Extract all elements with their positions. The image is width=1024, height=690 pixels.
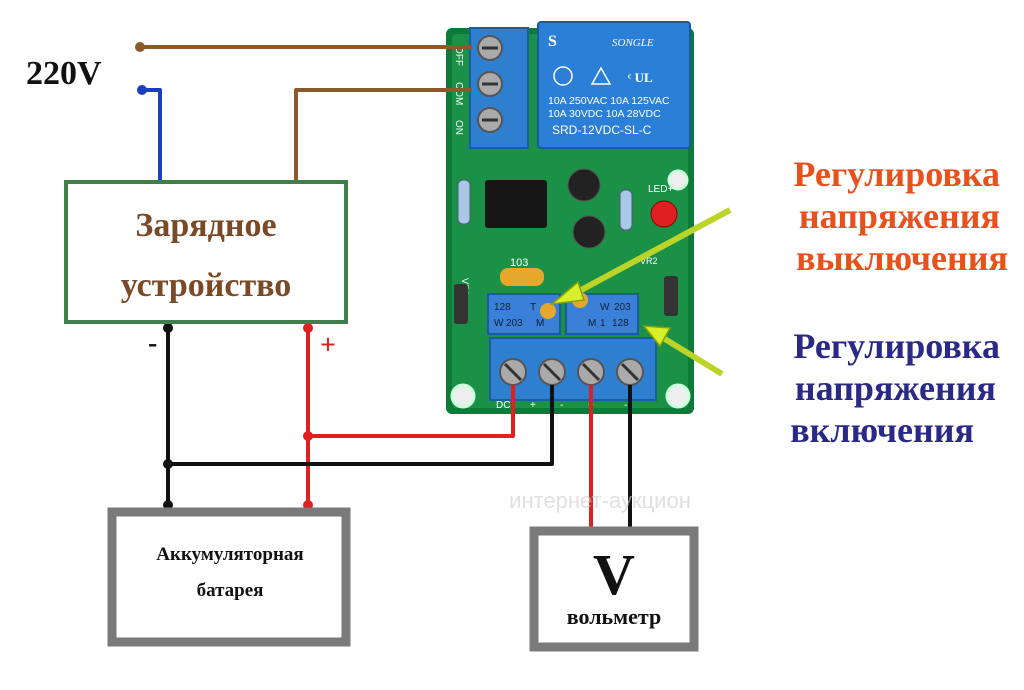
led-label: LED+ xyxy=(648,184,673,195)
trimmer2-value: 203 xyxy=(614,302,631,313)
junction-dot xyxy=(303,431,313,441)
relay-model: SRD-12VDC-SL-C xyxy=(552,123,652,137)
mount-hole xyxy=(667,169,689,191)
trimmer-vr1: 128 T W 203 M xyxy=(487,293,561,335)
callout-on-line1: Регулировка xyxy=(793,326,1000,366)
resistor xyxy=(619,189,633,231)
diode xyxy=(664,276,678,316)
cqc-mark-icon xyxy=(553,66,573,86)
wire-dc-plus xyxy=(308,385,515,438)
charger-box xyxy=(64,180,348,324)
voltmeter-box xyxy=(529,526,699,652)
relay-module-board: OFF COM ON S SONGLE ᶜ UL 10A 250VAC 10A … xyxy=(446,21,694,414)
callout-off-line2: напряжения xyxy=(799,196,1000,236)
relay-rating-2: 10A 30VDC 10A 28VDC xyxy=(548,108,661,120)
trimmer1-value: 203 xyxy=(506,318,523,329)
capacitor xyxy=(567,168,601,202)
resistor xyxy=(457,179,471,225)
mount-hole xyxy=(450,383,476,409)
trimmer1-screw xyxy=(540,303,556,319)
relay-logo: S xyxy=(548,33,557,50)
callout-arrow-off xyxy=(549,207,732,306)
trimmer2-m: M xyxy=(588,318,596,329)
diode xyxy=(454,284,468,324)
led-indicator xyxy=(650,200,678,228)
relay-terminal-block xyxy=(469,27,529,149)
charger-minus-sign: - xyxy=(148,328,157,359)
wires xyxy=(140,45,632,530)
relay-brand: SONGLE xyxy=(612,37,654,49)
capacitor-label: 103 xyxy=(510,257,528,269)
callout-off-line3: выключения xyxy=(796,238,1008,278)
junction-dot xyxy=(163,323,173,333)
junction-dot xyxy=(303,323,313,333)
mount-hole xyxy=(665,383,691,409)
battery-label-line2: батарея xyxy=(197,580,264,601)
voltmeter-symbol: V xyxy=(593,542,635,607)
voltmeter-label: вольметр xyxy=(567,604,661,629)
wire-dc-minus xyxy=(168,385,554,466)
terminal-label: - xyxy=(560,400,563,411)
trimmer1-w: W xyxy=(494,318,504,329)
charger-plus-sign: + xyxy=(320,330,336,361)
terminal-dc-label: DC xyxy=(496,400,510,411)
callout-on-line3: включения xyxy=(790,410,974,450)
relay: S SONGLE ᶜ UL 10A 250VAC 10A 125VAC 10A … xyxy=(537,21,691,149)
capacitor xyxy=(572,215,606,249)
callout-on-line2: напряжения xyxy=(795,368,996,408)
terminal-label: - xyxy=(624,400,627,411)
trimmer1-code: 128 xyxy=(494,302,511,313)
ic-chip xyxy=(485,180,547,228)
wire-end xyxy=(137,85,147,95)
battery-label-line1: Аккумуляторная xyxy=(156,544,303,565)
terminal-label-com: COM xyxy=(453,82,464,105)
relay-rating-1: 10A 250VAC 10A 125VAC xyxy=(548,95,670,107)
charger-title-line2: устройство xyxy=(121,267,292,304)
trimmer2-one: 1 xyxy=(600,318,606,329)
wire-charger-brown xyxy=(294,88,472,182)
battery-box xyxy=(107,507,351,647)
junction-dot xyxy=(163,459,173,469)
mains-voltage-label: 220V xyxy=(26,55,102,92)
wire-mains-blue xyxy=(142,88,162,182)
warning-triangle-icon xyxy=(590,66,612,85)
terminal-label-on: ON xyxy=(453,120,464,135)
callout-arrow-on xyxy=(642,325,724,377)
trimmer1-m: M xyxy=(536,318,544,329)
trimmer2-code: 128 xyxy=(612,318,629,329)
trimmer1-t: T xyxy=(530,302,536,313)
charger-title-line1: Зарядное xyxy=(135,207,276,244)
terminal-label: + xyxy=(530,400,536,411)
ceramic-capacitor xyxy=(500,268,544,286)
wire-end xyxy=(135,42,145,52)
trimmer2-w: W xyxy=(600,302,610,313)
vr2-label: VR2 xyxy=(640,256,658,266)
callout-off-line1: Регулировка xyxy=(793,154,1000,194)
terminal-label-off: OFF xyxy=(453,46,464,66)
watermark: интернет-аукцион xyxy=(509,488,691,513)
ul-mark-icon: ᶜ UL xyxy=(628,70,653,85)
